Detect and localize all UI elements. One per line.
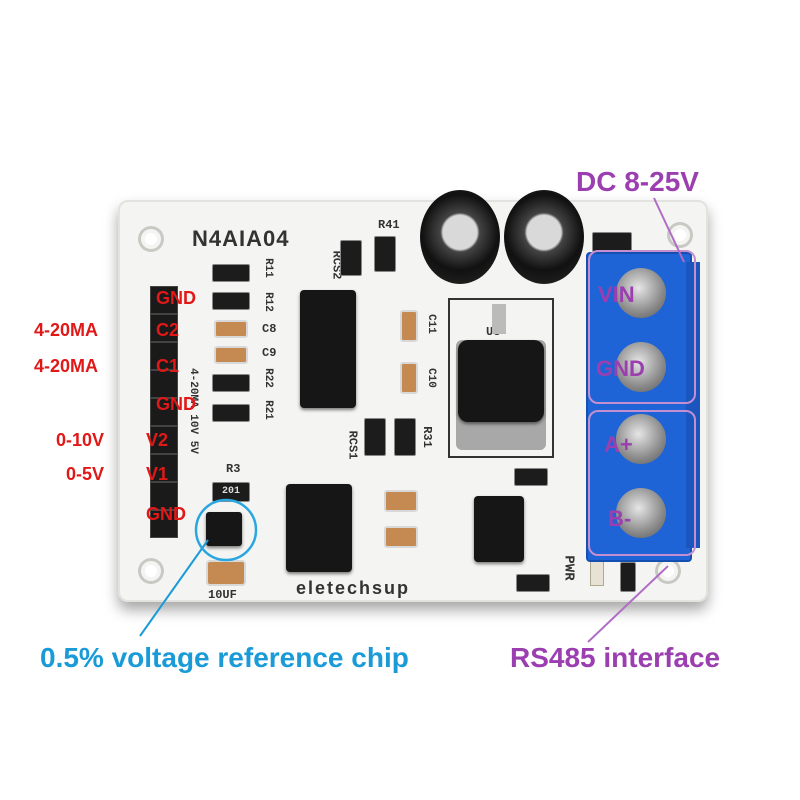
power-terminal-outline — [588, 250, 696, 404]
label-c1: C1 — [156, 356, 180, 376]
label-c2: C2 — [156, 320, 180, 340]
rs485-chip — [474, 496, 524, 562]
ic-chip — [300, 290, 356, 408]
resistor — [394, 418, 416, 456]
resistor — [374, 236, 396, 272]
screw-vin — [616, 268, 666, 318]
resistor — [212, 292, 250, 310]
label-v1: V1 — [146, 464, 169, 484]
mounting-hole — [138, 226, 164, 252]
label-gnd-bottom: GND — [146, 504, 186, 524]
capacitor — [384, 526, 418, 548]
power-callout: DC 8-25V — [576, 166, 699, 197]
silk-r41: R41 — [378, 218, 400, 232]
adc-chip — [286, 484, 352, 572]
voltage-reference-chip — [206, 512, 242, 546]
resistor — [514, 468, 548, 486]
resistor — [340, 240, 362, 276]
electrolytic-capacitor — [504, 190, 584, 284]
label-gnd-top: GND — [156, 288, 196, 308]
label-gnd-power: GND — [596, 356, 645, 381]
capacitor — [400, 362, 418, 394]
pin-header — [150, 286, 178, 538]
capacitor — [214, 320, 248, 338]
resistor — [212, 404, 250, 422]
label-gnd-mid: GND — [156, 394, 196, 414]
capacitor — [214, 346, 248, 364]
silk-10uf: 10UF — [208, 588, 237, 602]
resistor — [620, 562, 636, 592]
label-c1-range: 4-20MA — [34, 356, 99, 376]
label-v2: V2 — [146, 430, 169, 450]
mounting-hole — [655, 558, 681, 584]
label-b-minus: B- — [608, 506, 632, 531]
label-v1-range: 0-5V — [66, 464, 105, 484]
voltage-regulator — [458, 340, 544, 422]
electrolytic-capacitor — [420, 190, 500, 284]
screw-b — [616, 488, 666, 538]
board-model-label: N4AIA04 — [192, 226, 290, 251]
resistor-201-label: 201 — [222, 486, 241, 497]
screw-a — [616, 414, 666, 464]
regulator-pin — [492, 304, 506, 334]
terminal-side — [686, 262, 700, 548]
regulator-outline — [448, 298, 554, 458]
capacitor — [384, 490, 418, 512]
label-vin: VIN — [598, 282, 635, 307]
resistor — [212, 264, 250, 282]
mounting-hole — [138, 558, 164, 584]
rs485-terminal-outline — [588, 410, 696, 556]
rs485-callout: RS485 interface — [510, 642, 721, 673]
capacitor — [400, 310, 418, 342]
resistor — [364, 418, 386, 456]
silk-c8: C8 — [262, 322, 277, 336]
label-a-plus: A+ — [604, 432, 633, 457]
silk-r3: R3 — [226, 462, 241, 476]
resistor — [212, 374, 250, 392]
vref-callout: 0.5% voltage reference chip — [40, 642, 409, 673]
screw-gnd — [616, 342, 666, 392]
silk-c9: C9 — [262, 346, 277, 360]
label-c2-range: 4-20MA — [34, 320, 99, 340]
capacitor-10uf — [206, 560, 246, 586]
brand-label: eletechsup — [296, 578, 411, 598]
label-v2-range: 0-10V — [56, 430, 105, 450]
resistor — [516, 574, 550, 592]
